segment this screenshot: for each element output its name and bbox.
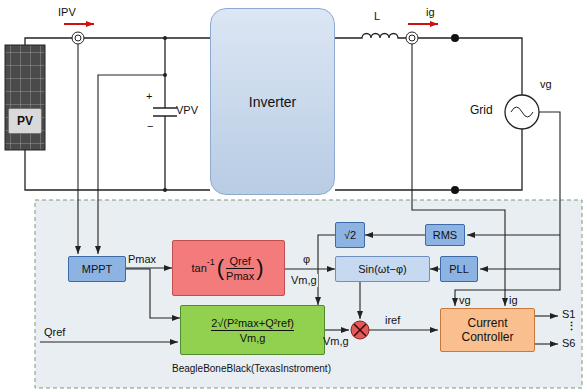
fraction-bar: [226, 268, 254, 269]
sine-symbol: [511, 107, 533, 117]
signal-connector: [430, 268, 440, 269]
block-label: RMS: [433, 229, 457, 241]
node-content: 2√(P²max+Q²ref) Vm,g: [211, 317, 294, 344]
signal-label: ⋮: [566, 320, 577, 333]
signal-label: Vm,g: [323, 335, 349, 348]
block-label: Inverter: [249, 94, 296, 110]
signal-connector: [318, 235, 335, 305]
inverter-box: Inverter: [210, 8, 335, 195]
signal-label: S1: [562, 308, 575, 321]
numerator: Qref: [229, 255, 250, 267]
junction-dot: [163, 188, 167, 192]
fraction-bar: [211, 330, 294, 331]
current-sensor: [409, 35, 415, 41]
signal-label: Pmax: [128, 253, 156, 266]
signal-label: Qref: [44, 326, 65, 339]
block-label: PLL: [449, 263, 469, 275]
junction-dot: [163, 36, 167, 40]
node-content: tan-1(QrefPmax): [191, 255, 265, 282]
node-content: Current Controller: [447, 316, 528, 344]
node-content: √2: [344, 229, 356, 241]
pv-panel: [5, 45, 45, 150]
bracket: ): [256, 255, 263, 281]
signal-connector: [126, 267, 172, 268]
signal-label: VPV: [176, 104, 198, 117]
block-label: Current Controller: [447, 316, 528, 344]
signal-label: IPV: [58, 6, 76, 19]
numerator: 2√(P²max+Q²ref): [211, 317, 294, 329]
signal-label: −: [147, 120, 153, 133]
current-arrow: [408, 23, 438, 25]
amplitude-block: 2√(P²max+Q²ref) Vm,g: [180, 305, 325, 355]
current-sensor: [72, 32, 84, 44]
angle-block: tan-1(QrefPmax): [172, 240, 285, 296]
function-name: tan: [191, 262, 206, 274]
node-content: PLL: [449, 263, 469, 275]
block-label: MPPT: [82, 263, 113, 275]
denominator: Vm,g: [240, 332, 266, 344]
signal-label: ig: [426, 6, 435, 19]
node-content: PV: [17, 114, 33, 128]
controller-region: [35, 200, 582, 388]
connector-label: Vm,g: [290, 274, 318, 287]
denominator: Pmax: [226, 270, 254, 282]
terminal-dot: [451, 186, 459, 194]
block-label: PV: [17, 114, 33, 128]
node-content: MPPT: [82, 263, 113, 275]
multiplier: [351, 321, 369, 339]
mppt-block: MPPT: [68, 256, 126, 282]
signal-connector: [365, 234, 425, 235]
signal-label: ig: [509, 294, 518, 307]
current-arrow: [64, 23, 94, 25]
gain-block: √2: [335, 222, 365, 248]
controller-block: Current Controller: [440, 308, 535, 352]
node-content: Sin(ωt−φ): [358, 263, 406, 275]
fraction: QrefPmax: [226, 255, 254, 282]
current-sensor: [75, 35, 81, 41]
signal-label: iref: [385, 314, 400, 327]
pll-block: PLL: [440, 256, 478, 282]
signal-label: S6: [562, 337, 575, 350]
node-content: Inverter: [249, 94, 296, 110]
grid-source: [505, 95, 539, 129]
signal-label: vg: [540, 78, 552, 91]
connector-label: φ: [302, 253, 311, 266]
pv-label-box: PV: [8, 108, 42, 134]
signal-label: +: [146, 90, 152, 103]
signal-label: L: [374, 10, 380, 23]
signal-label: Grid: [470, 104, 493, 117]
signal-connector: [285, 268, 335, 269]
signal-label: vg: [459, 294, 471, 307]
terminal-dot: [451, 34, 459, 42]
signal-label: BeagleBoneBlack(TexasInstroment): [172, 362, 331, 375]
formula-row: tan-1(QrefPmax): [191, 255, 265, 282]
sine-block: Sin(ωt−φ): [335, 256, 430, 282]
current-sensor: [406, 32, 418, 44]
block-label: Sin(ωt−φ): [358, 263, 406, 275]
bracket: (: [217, 255, 224, 281]
multiplier-cross: [354, 324, 366, 336]
rms-block: RMS: [425, 224, 465, 246]
block-label: √2: [344, 229, 356, 241]
superscript: -1: [207, 257, 215, 267]
node-content: RMS: [433, 229, 457, 241]
